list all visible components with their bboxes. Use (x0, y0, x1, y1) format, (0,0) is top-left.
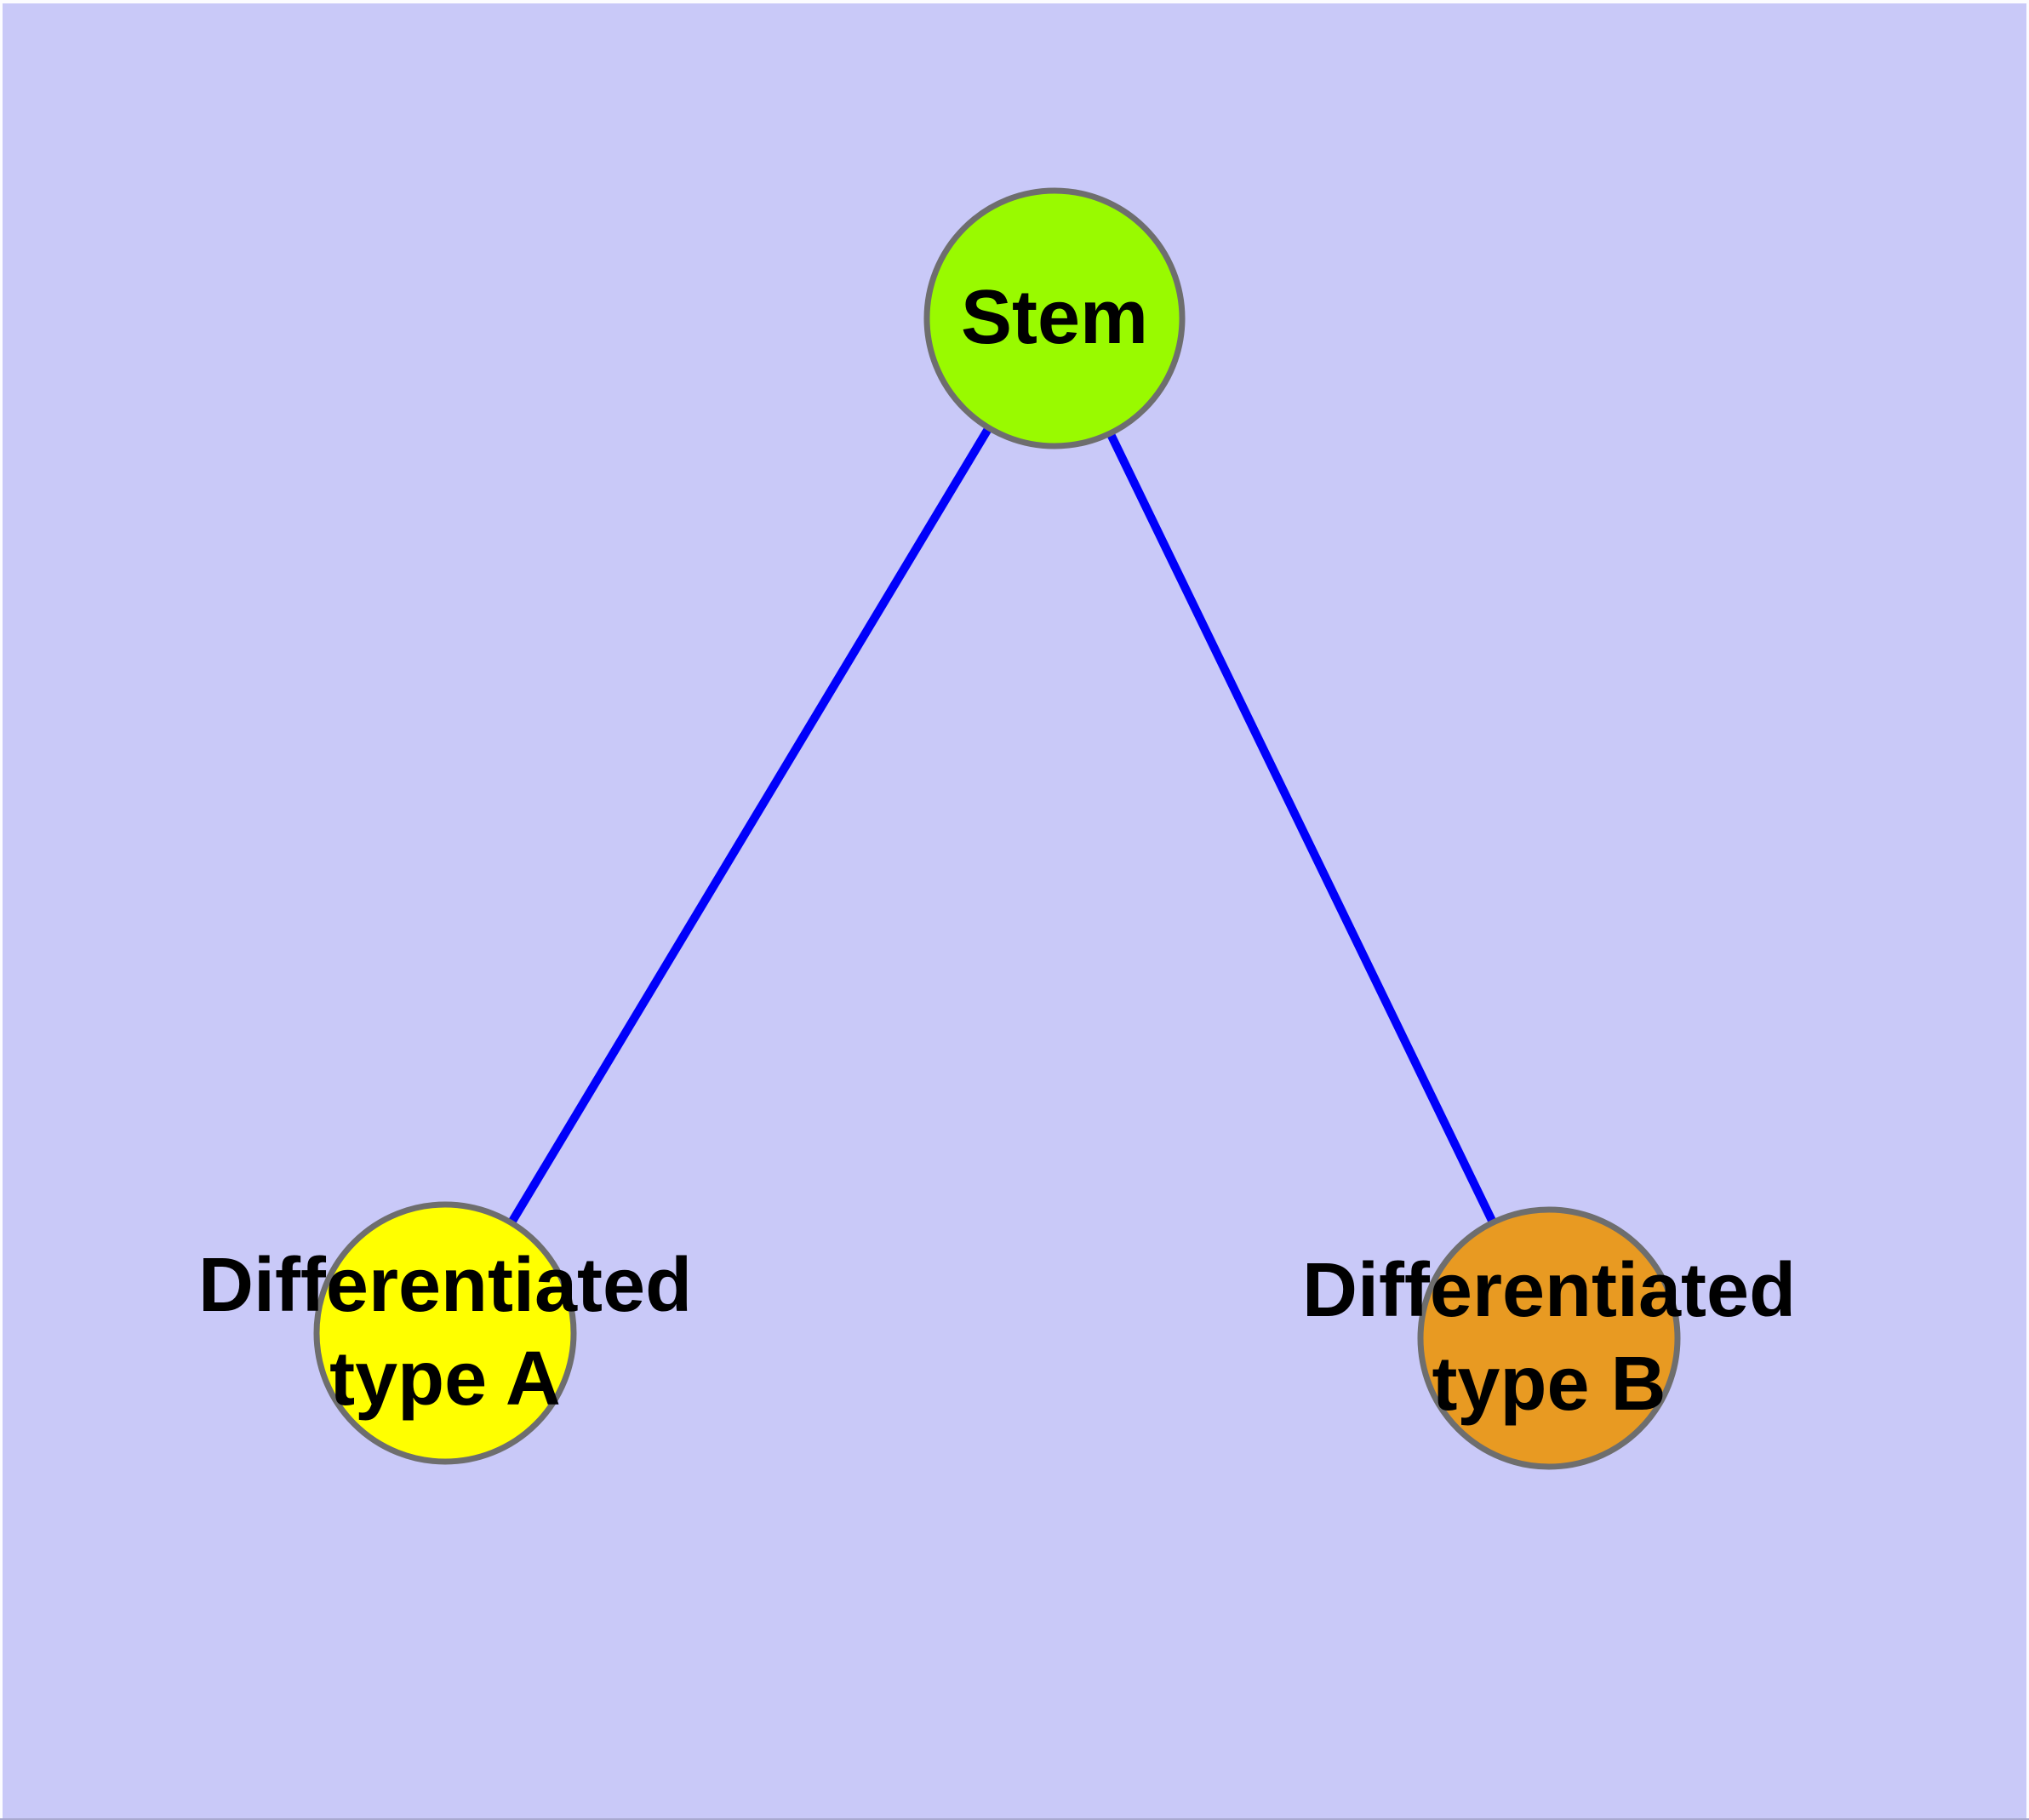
node-stem-circle (923, 187, 1186, 449)
node-type-a-circle (313, 1201, 577, 1465)
edge-stem-to-type-b (1050, 316, 1553, 1341)
bottom-edge-line (0, 1818, 2029, 1820)
node-type-b-circle (1417, 1206, 1681, 1470)
edge-stem-to-type-a (441, 316, 1059, 1336)
